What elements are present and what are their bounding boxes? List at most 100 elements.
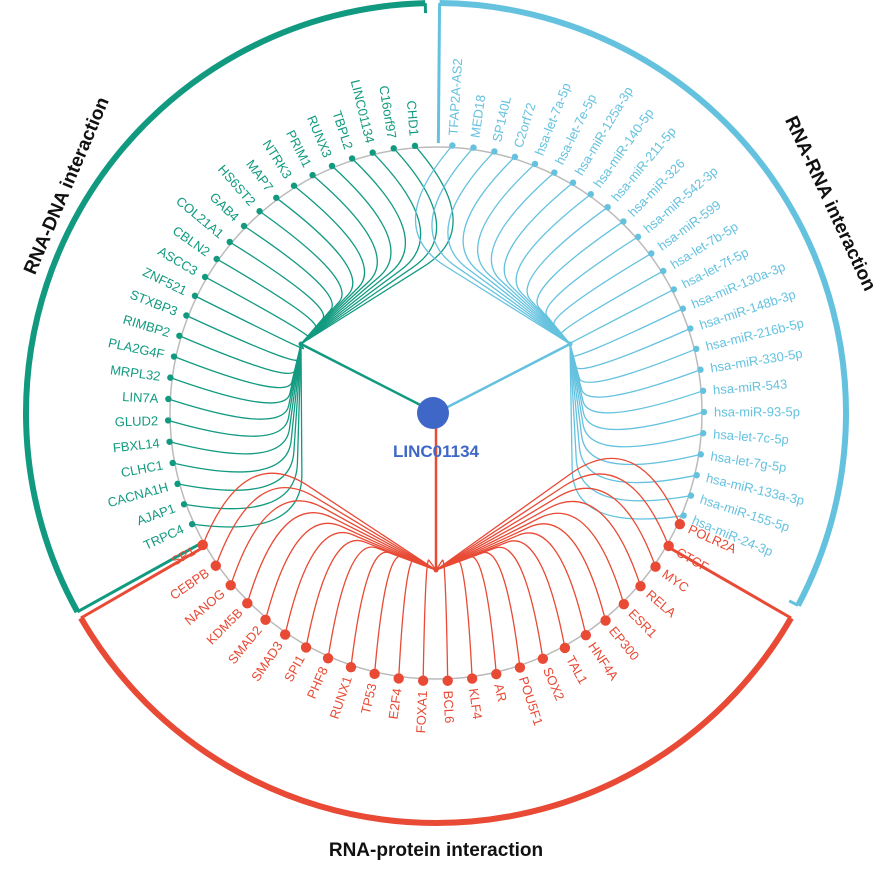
label-c16orf97: C16orf97 — [376, 84, 399, 139]
protein-edge — [285, 533, 436, 635]
label-pla2g4f: PLA2G4F — [107, 335, 166, 362]
rna-node — [698, 451, 704, 457]
dna-node — [167, 374, 173, 380]
sector-titles: RNA-DNA interaction RNA-RNA interaction … — [20, 94, 880, 861]
dna-node — [174, 481, 180, 487]
rna-node — [700, 430, 706, 436]
rna-node — [660, 268, 666, 274]
rna-edge — [570, 344, 697, 483]
label-foxa1: FOXA1 — [413, 690, 430, 733]
label-clhc1: CLHC1 — [120, 457, 165, 480]
rna-node — [688, 492, 694, 498]
label-hsa-let-7g-5p: hsa-let-7g-5p — [710, 448, 788, 475]
protein-node — [226, 580, 236, 590]
rna-edge — [570, 344, 684, 519]
dna-node — [181, 501, 187, 507]
rna-node — [687, 325, 693, 331]
label-bcl6: BCL6 — [441, 690, 457, 723]
rna-edge — [415, 145, 570, 344]
label-glud2: GLUD2 — [115, 413, 159, 429]
label-lin7a: LIN7A — [122, 389, 159, 406]
protein-node — [369, 669, 379, 679]
rna-edge — [491, 173, 570, 344]
protein-node — [260, 615, 270, 625]
protein-node — [323, 653, 333, 663]
dna-node — [202, 274, 208, 280]
label-sp140l: SP140L — [489, 95, 514, 143]
protein-edge — [436, 552, 520, 667]
label-hsa-mir-93-5p: hsa-miR-93-5p — [714, 404, 800, 419]
label-med18: MED18 — [467, 94, 488, 139]
label-esr1: ESR1 — [626, 606, 661, 641]
protein-node — [346, 662, 356, 672]
dna-edge — [186, 316, 301, 361]
protein-node — [280, 629, 290, 639]
rna-node — [620, 218, 626, 224]
dna-node — [165, 396, 171, 402]
rna-edge — [516, 194, 591, 344]
protein-node — [394, 673, 404, 683]
label-rela: RELA — [643, 587, 679, 621]
rna-edge — [561, 271, 663, 344]
label-ajap1: AJAP1 — [135, 501, 177, 529]
protein-node — [600, 615, 610, 625]
label-tfap2a-as2: TFAP2A-AS2 — [445, 58, 465, 136]
rna-edge — [570, 344, 696, 382]
hub-label: LINC01134 — [393, 442, 480, 461]
title-rna-dna-interaction: RNA-DNA interaction — [20, 94, 114, 277]
rna-node — [701, 409, 707, 415]
dna-edge — [168, 344, 301, 419]
protein-node — [467, 673, 477, 683]
label-hsa-mir-330-5p: hsa-miR-330-5p — [709, 346, 803, 376]
protein-node — [675, 519, 685, 529]
label-fbxl14: FBXL14 — [112, 435, 160, 455]
hub-node — [417, 397, 449, 429]
label-ctcf: CTCF — [674, 544, 712, 574]
label-spi1: SPI1 — [281, 653, 308, 685]
dna-edge — [179, 336, 301, 374]
label-mrpl32: MRPL32 — [109, 362, 161, 384]
protein-node — [619, 599, 629, 609]
rna-node — [697, 367, 703, 373]
protein-edge — [436, 560, 448, 681]
dna-node — [241, 223, 247, 229]
dna-node — [369, 149, 375, 155]
dna-node — [291, 183, 297, 189]
dna-edge — [170, 344, 301, 403]
dna-edge — [174, 344, 301, 388]
dna-edge — [276, 198, 353, 344]
protein-node — [242, 598, 252, 608]
protein-node — [418, 675, 428, 685]
rna-bracket-tick — [438, 3, 439, 143]
rna-node — [570, 179, 576, 185]
dna-edge — [301, 148, 437, 344]
rna-node — [491, 148, 497, 154]
protein-node — [635, 581, 645, 591]
protein-node — [301, 642, 311, 652]
rna-node — [680, 305, 686, 311]
dna-node — [412, 143, 418, 149]
dna-node — [183, 312, 189, 318]
protein-edge — [231, 501, 436, 585]
rna-node — [470, 144, 476, 150]
label-tbpl2: TBPL2 — [329, 109, 356, 151]
rna-node — [693, 346, 699, 352]
label-rimbp2: RIMBP2 — [121, 312, 172, 340]
dna-node — [227, 239, 233, 245]
label-phf8: PHF8 — [304, 664, 331, 700]
dna-edge — [230, 242, 324, 344]
protein-edge — [436, 524, 606, 621]
label-hsa-mir-543: hsa-miR-543 — [712, 376, 787, 397]
label-runx1: RUNX1 — [327, 674, 355, 721]
label-klf4: KLF4 — [466, 687, 485, 720]
label-hnf4a: HNF4A — [585, 639, 621, 683]
rna-node — [604, 204, 610, 210]
protein-node — [515, 662, 525, 672]
rna-node — [693, 472, 699, 478]
dna-node — [329, 163, 335, 169]
label-trpc4: TRPC4 — [141, 521, 186, 552]
rna-bracket-tick — [789, 601, 798, 606]
dna-node — [349, 155, 355, 161]
